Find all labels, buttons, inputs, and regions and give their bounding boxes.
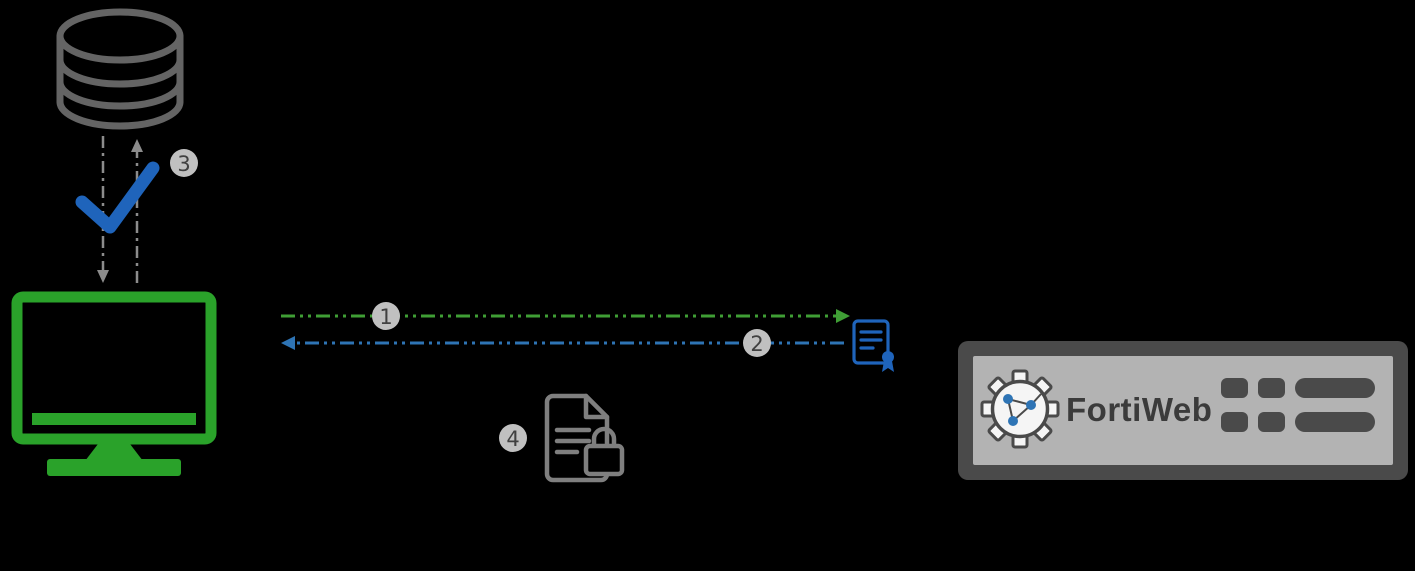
document-lock-icon — [544, 393, 625, 483]
step-badge-1: 1 — [372, 302, 400, 330]
database-icon — [56, 8, 184, 130]
monitor-stand-base — [47, 459, 181, 476]
step-badge-4: 4 — [499, 424, 527, 452]
step-badge-4-circle — [499, 424, 527, 452]
response-arrowhead — [281, 336, 295, 350]
network-node — [1008, 416, 1018, 426]
request-arrowhead — [836, 309, 850, 323]
monitor-bezel-bar — [32, 413, 196, 425]
lock-shackle — [591, 426, 617, 449]
vent-slot — [1221, 412, 1248, 432]
appliance-faceplate — [973, 356, 1393, 465]
certificate-icon — [852, 319, 894, 372]
step-badge-2-circle — [743, 329, 771, 357]
appliance-vents — [1221, 378, 1375, 432]
network-node — [1026, 400, 1036, 410]
crl-check-flow — [101, 136, 139, 283]
document-outline — [544, 393, 610, 483]
document-fold — [583, 393, 610, 420]
appliance-label: FortiWeb — [1066, 391, 1212, 428]
gear-body — [990, 379, 1050, 439]
network-node — [1003, 394, 1013, 404]
monitor-screen-frame — [11, 291, 217, 445]
database-band-1 — [56, 56, 184, 88]
certificate-seal — [882, 351, 894, 363]
certificate-doc — [852, 319, 890, 365]
monitor-stand-neck — [85, 444, 143, 461]
step-badge-3-circle — [170, 149, 198, 177]
database-bottom — [56, 98, 184, 130]
client-monitor-icon — [11, 291, 217, 476]
flow-down-arrowhead — [97, 270, 109, 283]
lock-body — [583, 443, 625, 477]
vent-slot — [1258, 378, 1285, 398]
step-badge-4-number: 4 — [506, 427, 519, 451]
flow-up-arrowhead — [131, 139, 143, 152]
fortiweb-appliance: FortiWeb — [958, 341, 1408, 480]
vent-slot — [1295, 378, 1375, 398]
step-badge-1-circle — [372, 302, 400, 330]
database-band-2 — [56, 78, 184, 110]
gear-network-icon — [980, 369, 1060, 449]
vent-slot — [1295, 412, 1375, 432]
step-badge-1-number: 1 — [379, 305, 392, 329]
step-badge-3-number: 3 — [177, 152, 190, 176]
network-nodes — [1003, 394, 1036, 426]
certificate-ribbon — [882, 361, 894, 372]
step-badge-2-number: 2 — [750, 332, 763, 356]
checkmark-icon — [75, 161, 160, 234]
step-badge-3: 3 — [170, 149, 198, 177]
network-link-lines — [1006, 397, 1034, 423]
step-badge-2: 2 — [743, 329, 771, 357]
vent-slot — [1221, 378, 1248, 398]
vent-slot — [1258, 412, 1285, 432]
